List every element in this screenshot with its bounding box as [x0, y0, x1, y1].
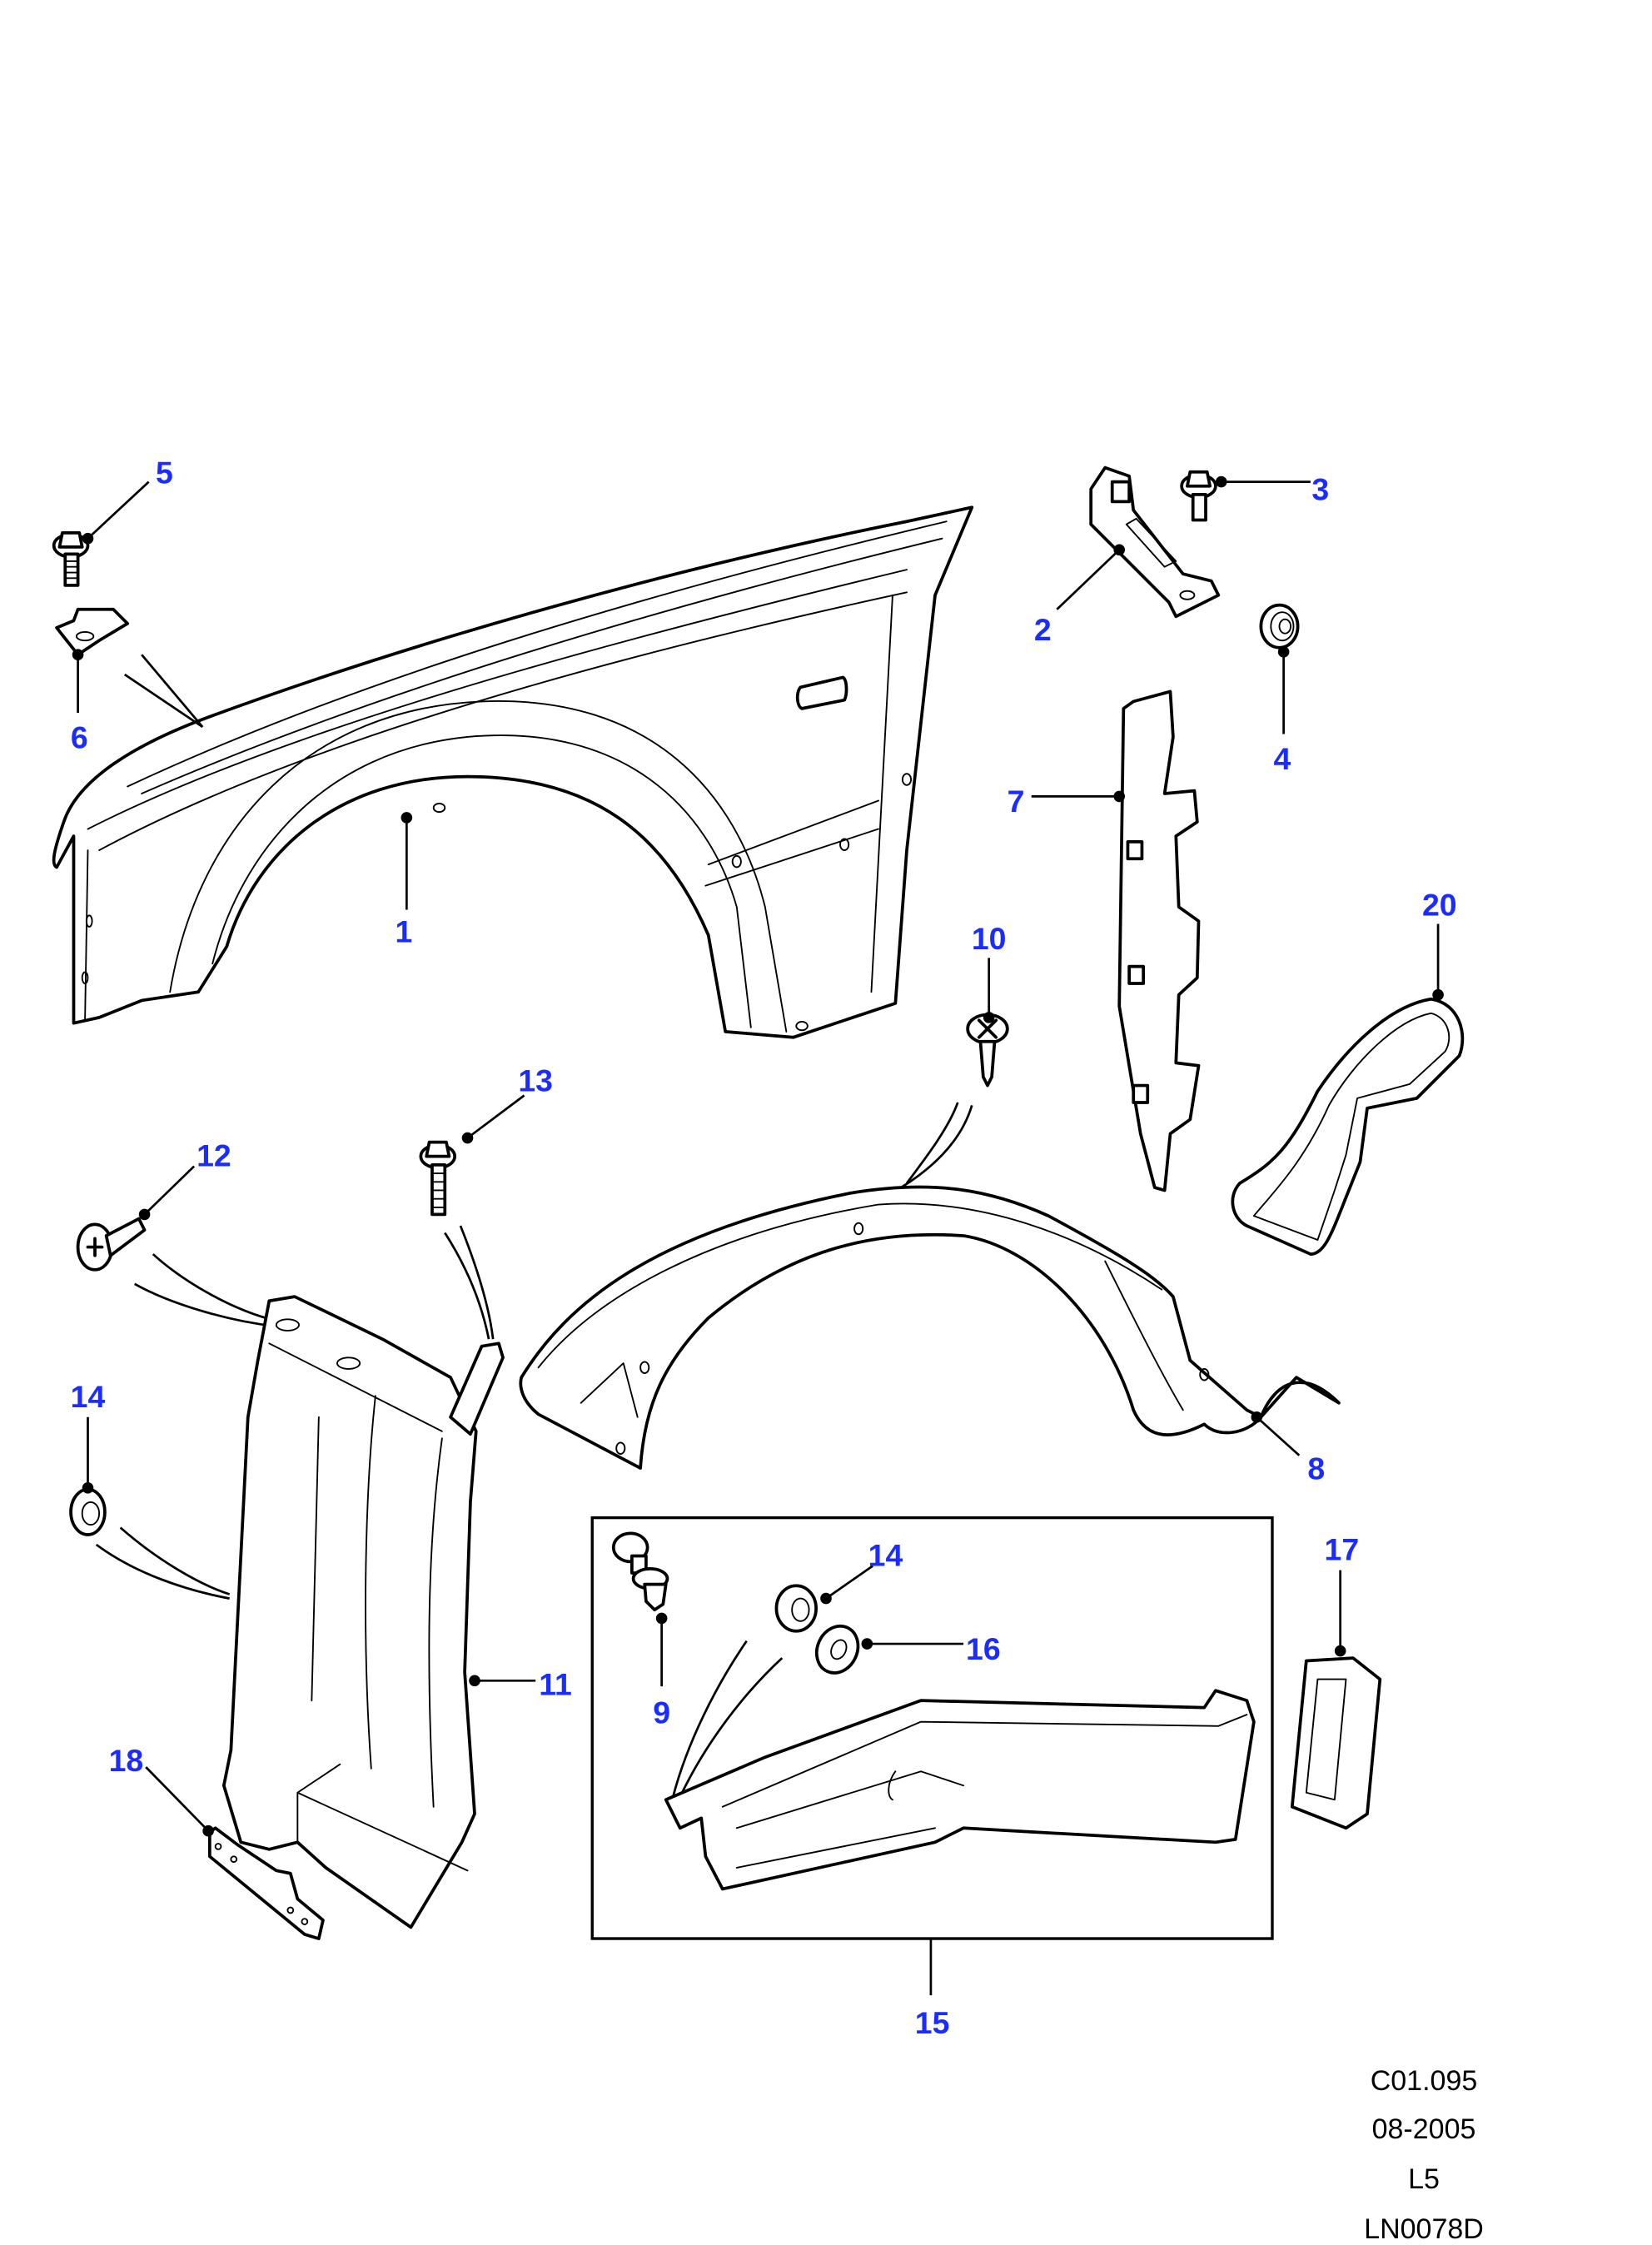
seal-icon[interactable] [1231, 997, 1465, 1256]
callout-8[interactable]: 8 [1307, 1451, 1325, 1486]
splash-shield[interactable] [221, 1295, 505, 1929]
kit-frame [590, 1516, 1274, 1940]
callout-11[interactable]: 11 [539, 1666, 572, 1701]
bolt-icon[interactable] [1180, 470, 1217, 522]
callout-15[interactable]: 15 [915, 2005, 950, 2040]
callout-13[interactable]: 13 [518, 1063, 553, 1098]
leaders [72, 475, 1444, 1996]
washer-icon[interactable] [809, 1620, 866, 1680]
footer-drawing-number: LN0078D [1364, 2213, 1484, 2245]
wheel-arch-liner[interactable] [519, 1185, 1341, 1470]
push-clip-icon[interactable] [611, 1531, 669, 1612]
callout-3[interactable]: 3 [1311, 472, 1329, 507]
callout-12[interactable]: 12 [197, 1138, 231, 1173]
air-duct[interactable] [664, 1689, 1256, 1891]
footer-level: L5 [1408, 2163, 1440, 2195]
callout-20[interactable]: 20 [1422, 887, 1457, 922]
nut-icon[interactable] [774, 1584, 818, 1633]
callout-10[interactable]: 10 [972, 921, 1007, 956]
reinforcement-bracket[interactable] [1117, 689, 1201, 1192]
grommet-icon[interactable] [1290, 1656, 1382, 1830]
callout-2[interactable]: 2 [1034, 612, 1052, 647]
bracket-icon[interactable] [207, 1826, 325, 1940]
callout-9[interactable]: 9 [653, 1695, 670, 1730]
callout-16[interactable]: 16 [966, 1631, 1001, 1666]
bracket-icon[interactable] [1089, 465, 1221, 619]
callout-17[interactable]: 17 [1325, 1532, 1360, 1567]
footer-code: C01.095 [1370, 2065, 1478, 2097]
fender-panel[interactable] [52, 505, 974, 1039]
clip-nut-icon[interactable] [55, 607, 130, 657]
callout-7[interactable]: 7 [1008, 784, 1025, 819]
callout-6[interactable]: 6 [71, 720, 88, 755]
screw-icon[interactable] [76, 1217, 147, 1272]
callout-14-left[interactable]: 14 [71, 1379, 106, 1414]
callout-5[interactable]: 5 [156, 455, 173, 490]
screw-icon[interactable] [966, 1013, 1009, 1088]
nut-icon[interactable] [69, 1487, 107, 1536]
callout-14-kit[interactable]: 14 [868, 1537, 903, 1572]
bolt-icon[interactable] [419, 1140, 457, 1217]
bolt-icon[interactable] [52, 530, 90, 587]
nut-icon[interactable] [1259, 603, 1300, 650]
footer-date: 08-2005 [1371, 2113, 1476, 2145]
callout-4[interactable]: 4 [1273, 741, 1291, 776]
callout-18[interactable]: 18 [109, 1743, 144, 1778]
callout-1[interactable]: 1 [396, 914, 413, 949]
